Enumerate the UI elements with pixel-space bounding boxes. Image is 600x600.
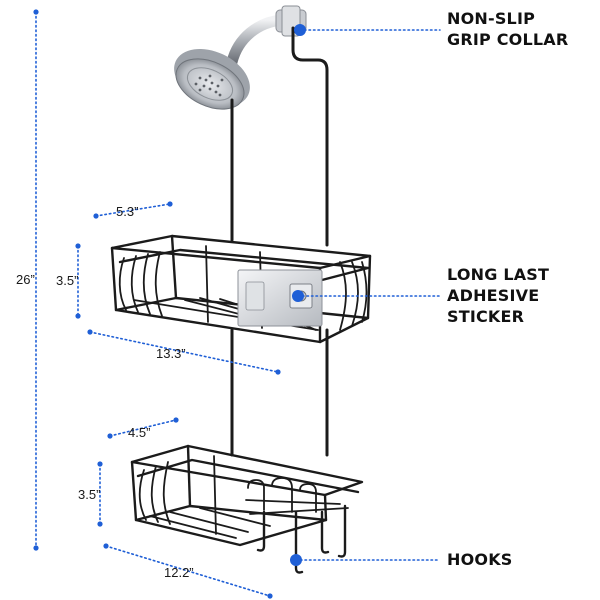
- grip-collar-callout: NON-SLIP GRIP COLLAR: [447, 8, 568, 50]
- shower-head-icon: [174, 5, 307, 110]
- hooks-callout: HOOKS: [447, 549, 513, 570]
- adhesive-line-1: LONG LAST: [447, 265, 550, 284]
- bottom-basket-height-label: 3.5”: [78, 487, 101, 502]
- grip-collar-line-1: NON-SLIP: [447, 9, 536, 28]
- top-basket-height-label: 3.5”: [56, 273, 79, 288]
- hook-icon: [256, 504, 347, 574]
- bottom-basket: [130, 444, 364, 547]
- adhesive-line-2: ADHESIVE: [447, 286, 540, 305]
- top-basket-depth-label: 5.3”: [116, 204, 139, 219]
- top-basket-width-label: 13.3”: [156, 346, 186, 361]
- dimension-lines: [35, 11, 441, 597]
- adhesive-callout: LONG LAST ADHESIVE STICKER: [447, 264, 549, 327]
- adhesive-sticker-icon: [237, 269, 323, 327]
- hooks-line-1: HOOKS: [447, 550, 513, 569]
- bottom-basket-depth-label: 4.5”: [128, 425, 151, 440]
- grip-collar-line-2: GRIP COLLAR: [447, 30, 569, 49]
- adhesive-line-3: STICKER: [447, 307, 525, 326]
- overall-height-label: 26”: [16, 272, 35, 287]
- dimension-endpoints: [33, 9, 306, 599]
- bottom-basket-width-label: 12.2”: [164, 565, 194, 580]
